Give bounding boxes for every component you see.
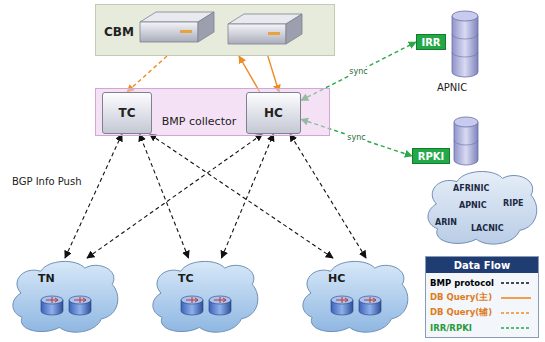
connector [65, 134, 122, 258]
rpki-box: RPKI [412, 148, 450, 164]
node-label: ARIN [435, 218, 457, 227]
rpki-database [454, 117, 478, 165]
legend-header: Data Flow [426, 257, 538, 273]
legend-text: DB Query(主) [430, 292, 500, 304]
cbm-server [228, 14, 302, 44]
connector [140, 134, 189, 258]
cloud-outline [300, 258, 410, 336]
server-box: TC [102, 92, 152, 134]
cloud-outline [150, 258, 260, 336]
server-box: HC [246, 92, 301, 134]
node-title: IRR [421, 37, 440, 48]
legend-text: IRR/RPKI [430, 323, 500, 333]
network-cloud: TN [10, 258, 120, 336]
irr-box: IRR [416, 34, 446, 50]
registry-name: APNIC [437, 82, 467, 93]
irr-database [452, 11, 478, 77]
connector [150, 134, 334, 258]
node-label: TC [178, 272, 194, 285]
edge-label: sync [348, 67, 368, 76]
node-label: RIPE [503, 199, 523, 208]
node-label: BMP collector [162, 115, 236, 128]
legend-line [500, 279, 532, 287]
cloud-outline [10, 258, 120, 336]
connector [87, 134, 263, 258]
node-title: RPKI [418, 151, 445, 162]
rir-cloud: AFRINIC RIPE APNICARIN LACNIC [425, 168, 539, 248]
connector [239, 56, 260, 92]
cbm-band: CBM [95, 4, 335, 56]
network-cloud: HC [300, 258, 410, 336]
cbm-server [140, 12, 214, 42]
legend-box: Data FlowBMP protocol DB Query(主) DB Query… [425, 256, 539, 338]
flow-note: BGP Info Push [12, 176, 82, 187]
legend-text: DB Query(辅) [430, 307, 500, 319]
legend-row: IRR/RPKI [426, 320, 538, 335]
legend-line [500, 324, 532, 332]
legend-title: Data Flow [454, 260, 510, 271]
network-cloud: TC [150, 258, 260, 336]
node-label: LACNIC [471, 224, 504, 233]
node-label: TN [38, 272, 55, 285]
node-label: AFRINIC [453, 184, 489, 193]
node-label: APNIC [459, 201, 487, 210]
legend-row: DB Query(辅) [426, 305, 538, 320]
legend-text: BMP protocol [430, 278, 500, 288]
node-title: TC [119, 106, 136, 120]
edge-label: sync [346, 133, 366, 142]
legend-line [500, 294, 532, 302]
connector [268, 56, 279, 92]
legend-row: DB Query(主) [426, 290, 538, 305]
legend-line [500, 309, 532, 317]
node-label: HC [328, 272, 345, 285]
connector [127, 56, 167, 92]
node-title: HC [264, 106, 283, 120]
connector [290, 134, 366, 258]
connector [222, 134, 274, 258]
legend-row: BMP protocol [426, 275, 538, 290]
router-icons [41, 296, 381, 315]
node-label: CBM [104, 25, 134, 39]
collector-band: BMP collector TC HC [95, 88, 330, 136]
